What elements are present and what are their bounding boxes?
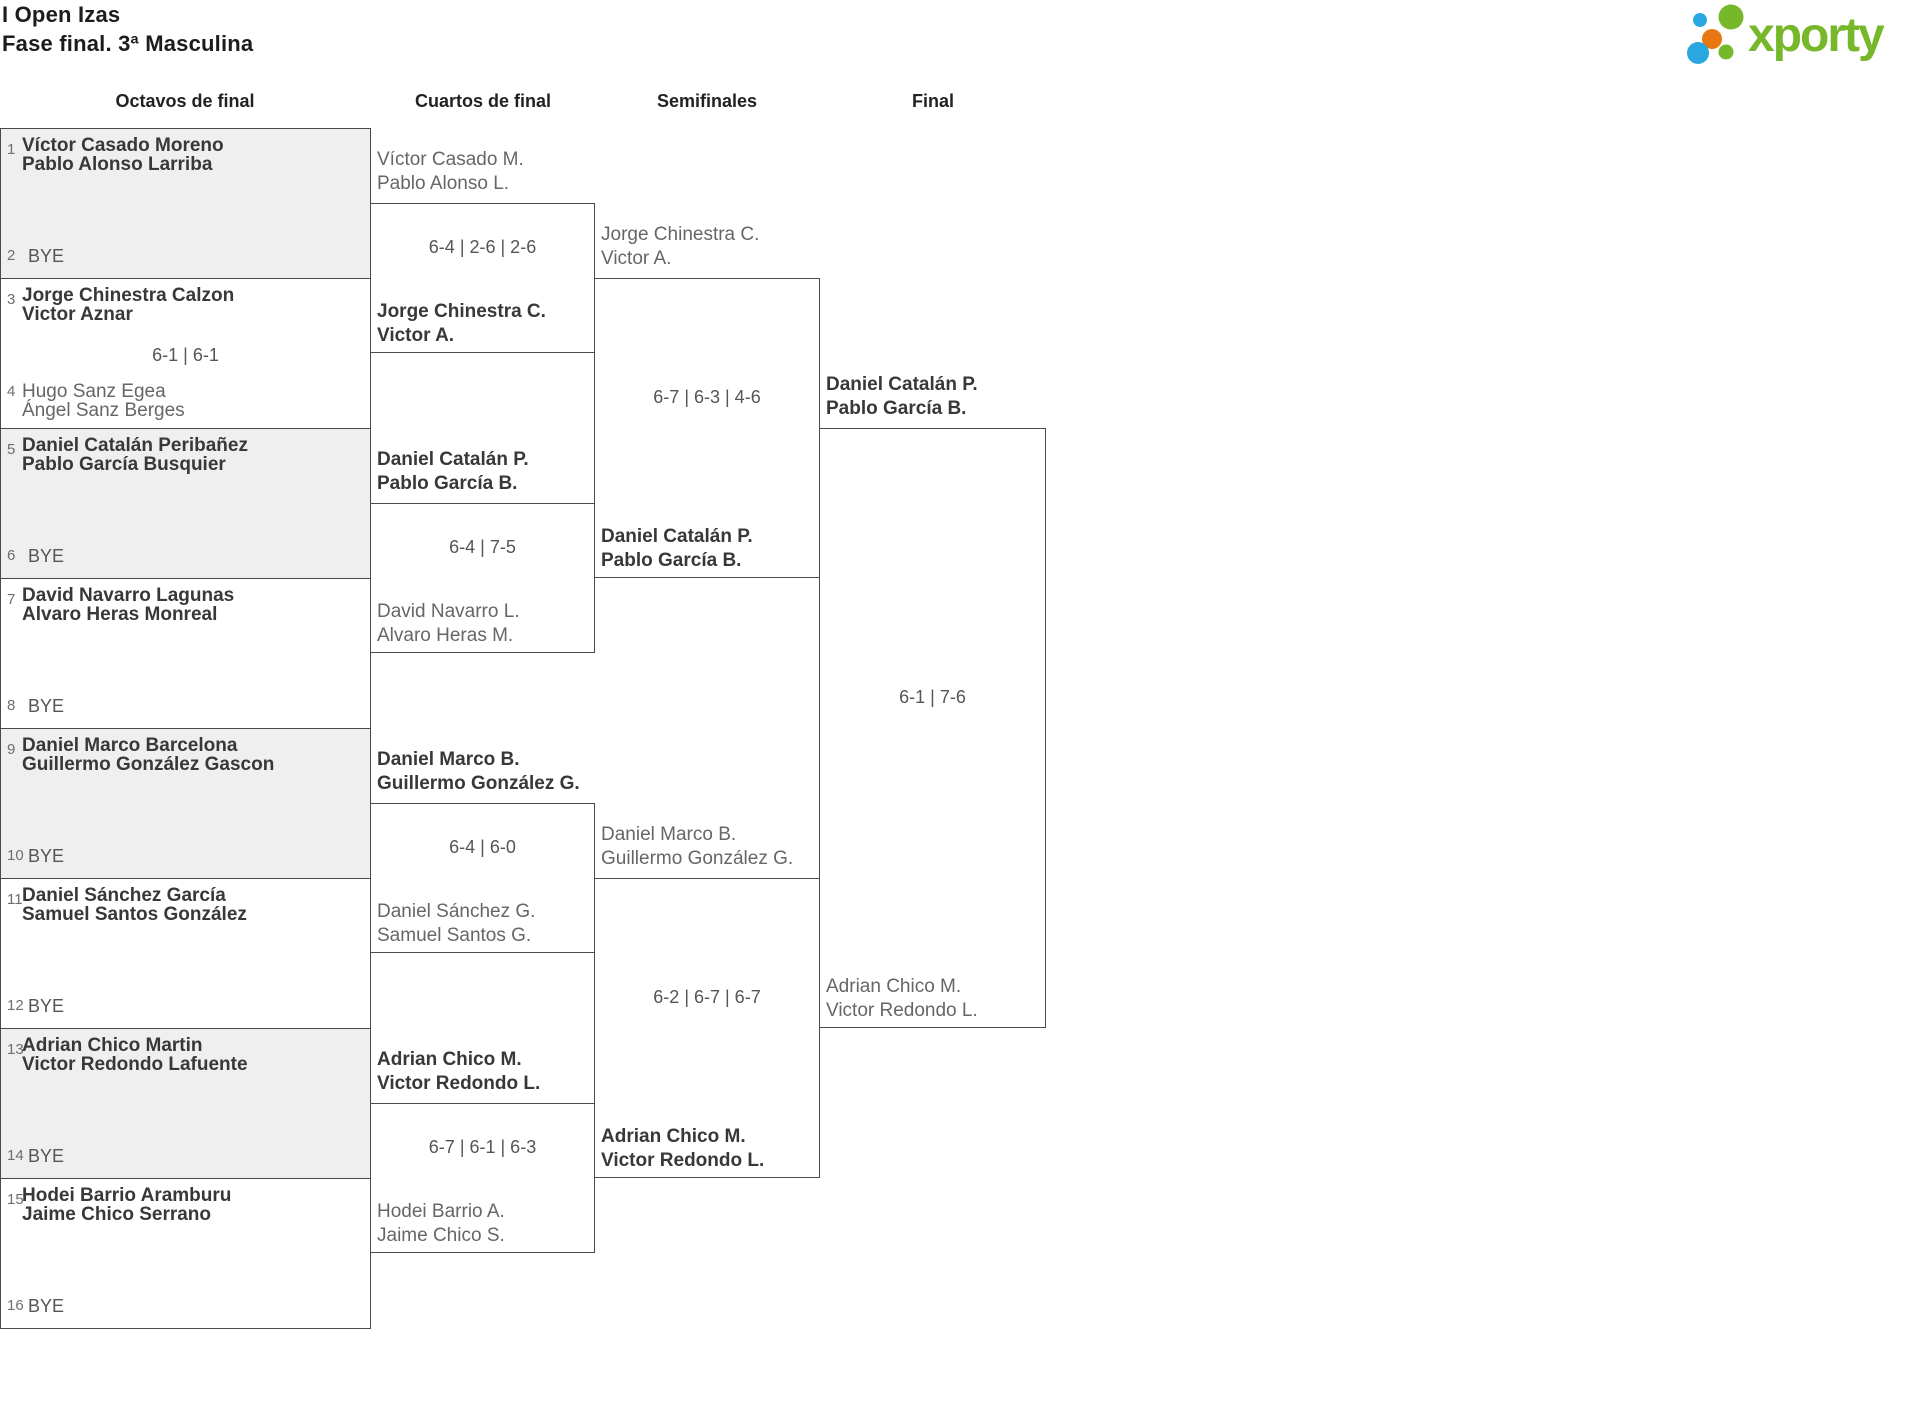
team-names: Daniel Catalán Peribañez Pablo García Bu…: [22, 435, 248, 475]
qf4-score: 6-7 | 6-1 | 6-3: [428, 1137, 537, 1157]
page-title: I Open Izas: [2, 2, 121, 27]
sf2-score: 6-2 | 6-7 | 6-7: [653, 987, 761, 1007]
team-names: Hodei Barrio Aramburu Jaime Chico Serran…: [22, 1185, 232, 1225]
seed-number: 15: [7, 1191, 24, 1208]
team-names: Víctor Casado Moreno Pablo Alonso Larrib…: [22, 135, 224, 175]
r16-match-3: 5 Daniel Catalán Peribañez Pablo García …: [0, 428, 371, 579]
sf-match-1-box: [594, 278, 820, 578]
final-team-b: Adrian Chico M. Victor Redondo L.: [826, 976, 978, 1021]
logo-dot-green-large: [1718, 4, 1744, 30]
logo-dot-blue-large: [1687, 42, 1709, 64]
seed-number: 8: [7, 697, 16, 714]
team-names: Jorge Chinestra Calzon Victor Aznar: [22, 285, 235, 325]
sf-match-2-box: [594, 878, 820, 1178]
sf2-team-b: Adrian Chico M. Victor Redondo L.: [601, 1126, 765, 1171]
qf2-team-a: Daniel Catalán P. Pablo García B.: [377, 449, 529, 494]
team-names: Daniel Sánchez García Samuel Santos Gonz…: [22, 885, 247, 925]
bye-label: BYE: [28, 546, 65, 566]
bye-label: BYE: [28, 1296, 65, 1316]
sf1-team-b: Daniel Catalán P. Pablo García B.: [601, 526, 753, 571]
qf-match-1-box: [370, 203, 595, 353]
logo-text: xporty: [1748, 9, 1885, 62]
qf1-team-a: Víctor Casado M. Pablo Alonso L.: [377, 149, 524, 194]
bye-label: BYE: [28, 1146, 65, 1166]
seed-number: 6: [7, 547, 16, 564]
qf1-team-b: Jorge Chinestra C. Victor A.: [377, 301, 546, 346]
bye-label: BYE: [28, 696, 65, 716]
seed-number: 10: [7, 847, 24, 864]
qf2-team-b: David Navarro L. Alvaro Heras M.: [377, 601, 520, 646]
qf2-score: 6-4 | 7-5: [449, 537, 516, 557]
seed-number: 11: [7, 891, 23, 908]
bye-label: BYE: [28, 996, 65, 1016]
seed-number: 4: [7, 383, 16, 400]
r16-match-8: 15 Hodei Barrio Aramburu Jaime Chico Ser…: [0, 1178, 371, 1329]
bye-label: BYE: [28, 246, 65, 266]
seed-number: 7: [7, 591, 16, 608]
seed-number: 5: [7, 441, 16, 458]
sf1-team-a: Jorge Chinestra C. Victor A.: [601, 224, 760, 269]
r16-match-5: 9 Daniel Marco Barcelona Guillermo Gonzá…: [0, 728, 371, 879]
column-header-semifinales: Semifinales: [656, 91, 758, 111]
column-header-octavos: Octavos de final: [115, 91, 255, 111]
seed-number: 16: [7, 1297, 24, 1314]
qf1-score: 6-4 | 2-6 | 2-6: [428, 237, 537, 257]
r16-match-2: 3 Jorge Chinestra Calzon Victor Aznar 6-…: [0, 278, 371, 429]
xporty-logo: xporty: [1687, 4, 1887, 64]
r16-match-4: 7 David Navarro Lagunas Alvaro Heras Mon…: [0, 578, 371, 729]
qf3-team-b: Daniel Sánchez G. Samuel Santos G.: [377, 901, 536, 946]
qf-match-4-box: [370, 1103, 595, 1253]
seed-number: 2: [7, 247, 16, 264]
qf4-team-b: Hodei Barrio A. Jaime Chico S.: [377, 1201, 505, 1246]
final-score: 6-1 | 7-6: [899, 687, 966, 707]
qf-match-3-box: [370, 803, 595, 953]
team-names: Hugo Sanz Egea Ángel Sanz Berges: [22, 381, 185, 421]
final-match-box: [819, 428, 1046, 1028]
logo-dot-blue-small: [1693, 13, 1707, 27]
seed-number: 1: [7, 141, 16, 158]
seed-number: 3: [7, 291, 16, 308]
qf3-score: 6-4 | 6-0: [449, 837, 516, 857]
r16-match-6: 11 Daniel Sánchez García Samuel Santos G…: [0, 878, 371, 1029]
team-names: Adrian Chico Martin Victor Redondo Lafue…: [22, 1035, 248, 1075]
seed-number: 12: [7, 997, 24, 1014]
logo-dot-orange: [1702, 29, 1722, 49]
sf2-team-a: Daniel Marco B. Guillermo González G.: [601, 824, 794, 869]
r16-match-7: 13 Adrian Chico Martin Victor Redondo La…: [0, 1028, 371, 1179]
match-score: 6-1 | 6-1: [152, 345, 219, 365]
seed-number: 13: [7, 1041, 24, 1058]
seed-number: 14: [7, 1147, 24, 1164]
qf-match-2-box: [370, 503, 595, 653]
bye-label: BYE: [28, 846, 65, 866]
r16-match-1: 1 Víctor Casado Moreno Pablo Alonso Larr…: [0, 128, 371, 279]
final-team-a: Daniel Catalán P. Pablo García B.: [826, 374, 978, 419]
sf1-score: 6-7 | 6-3 | 4-6: [653, 387, 761, 407]
column-header-final: Final: [911, 91, 955, 111]
seed-number: 9: [7, 741, 16, 758]
team-names: David Navarro Lagunas Alvaro Heras Monre…: [22, 585, 235, 625]
team-names: Daniel Marco Barcelona Guillermo Gonzále…: [22, 735, 275, 775]
page-header: I Open Izas Fase final. 3ª Masculina: [2, 0, 253, 58]
qf4-team-a: Adrian Chico M. Victor Redondo L.: [377, 1049, 541, 1094]
qf3-team-a: Daniel Marco B. Guillermo González G.: [377, 749, 580, 794]
column-header-cuartos: Cuartos de final: [414, 91, 552, 111]
page-subtitle: Fase final. 3ª Masculina: [2, 31, 254, 56]
logo-dot-green-small: [1718, 44, 1734, 60]
